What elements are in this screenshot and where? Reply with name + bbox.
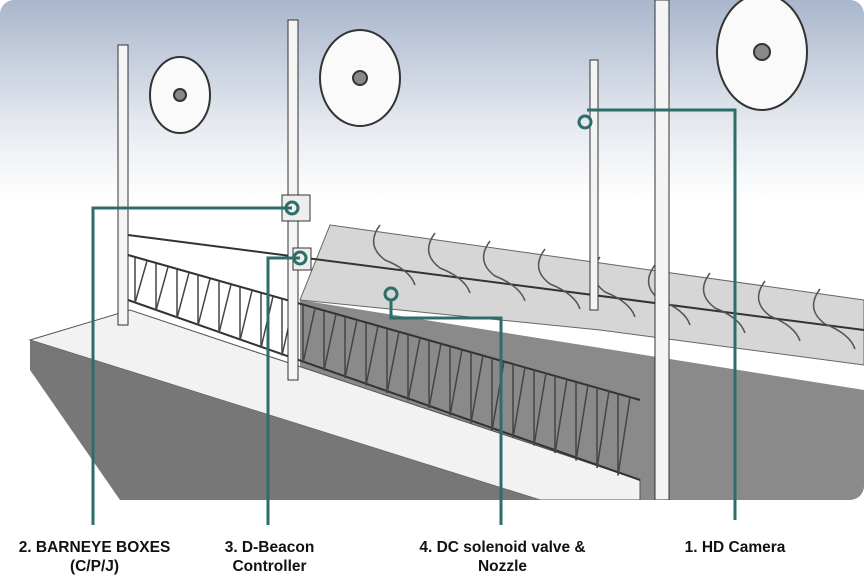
- headlock-stanchions: [134, 258, 631, 476]
- stanchion-diagonal: [575, 384, 589, 461]
- leader-solenoid: [389, 300, 503, 525]
- stanchion-diagonal: [239, 290, 253, 341]
- marker-solenoid: [383, 286, 399, 302]
- stall-loop: [812, 288, 856, 350]
- stanchion-diagonal: [617, 396, 631, 476]
- leader-lines: [91, 108, 737, 525]
- stall-loop: [702, 272, 746, 334]
- marker-dbeacon: [292, 250, 308, 266]
- stall-loop: [482, 240, 526, 302]
- stall-loop: [537, 248, 581, 310]
- label-hd-camera: 1. HD Camera: [684, 539, 786, 556]
- stanchion-diagonal: [470, 355, 484, 424]
- stanchion-diagonal: [407, 337, 421, 401]
- stanchion-diagonal: [533, 372, 547, 446]
- leader-camera: [587, 108, 737, 520]
- stanchion-diagonal: [554, 378, 568, 454]
- stanchion-diagonal: [218, 284, 232, 334]
- stanchion-diagonal: [386, 331, 400, 394]
- label-dc-solenoid-valve: 4. DC solenoid valve & Nozzle: [419, 539, 586, 575]
- marker-barneye: [284, 200, 300, 216]
- stall-loop: [427, 232, 471, 294]
- stanchion-diagonal: [155, 266, 169, 311]
- leader-dbeacon: [266, 256, 300, 525]
- leader-barneye: [91, 206, 292, 525]
- marker-camera: [577, 114, 593, 130]
- stanchion-diagonal: [176, 272, 190, 319]
- stanchion-diagonal: [302, 308, 316, 364]
- fan: [149, 0, 808, 134]
- stanchion-diagonal: [449, 349, 463, 416]
- stall-loop: [372, 224, 416, 286]
- stanchion-diagonal: [323, 313, 337, 371]
- stanchion-diagonal: [512, 367, 526, 439]
- label-barneye-boxes: 2. BARNEYE BOXES (C/P/J): [18, 539, 171, 575]
- stanchion-diagonal: [197, 278, 211, 326]
- stanchion-diagonal: [134, 260, 148, 304]
- curb-front: [30, 340, 540, 500]
- stanchion-diagonal: [596, 390, 610, 469]
- feed-alley: [299, 224, 864, 366]
- stall-loop: [757, 280, 801, 342]
- label-d-beacon-controller: 3. D-Beacon Controller: [224, 539, 315, 575]
- stanchion-diagonal: [365, 325, 379, 386]
- stanchion-diagonal: [344, 319, 358, 379]
- stanchion-diagonal: [428, 343, 442, 409]
